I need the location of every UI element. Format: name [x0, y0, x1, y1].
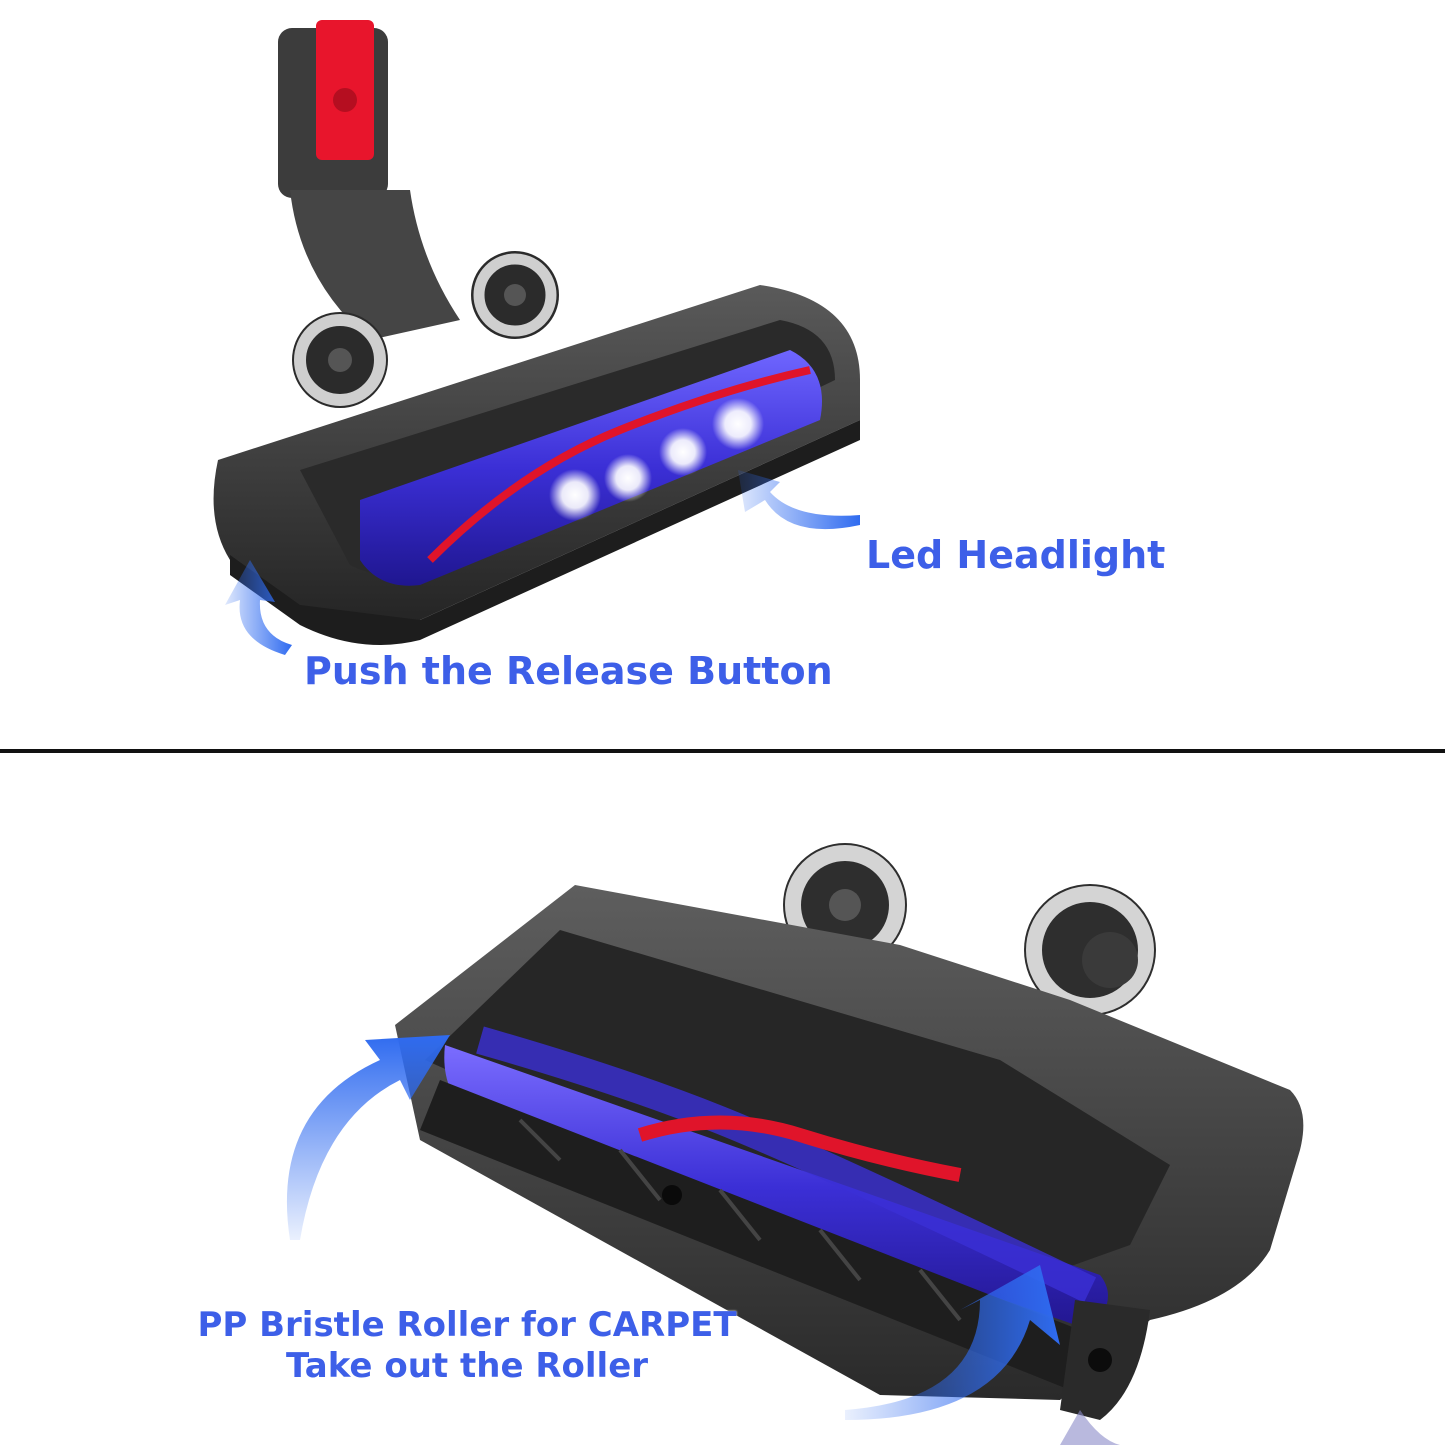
led-headlight-caption: Led Headlight [866, 533, 1166, 577]
bottom-panel: PP Bristle Roller for CARPET Take out th… [0, 754, 1445, 1445]
roller-caption: PP Bristle Roller for CARPET Take out th… [172, 1305, 762, 1387]
led-light [659, 428, 707, 476]
top-vacuum-head-illustration [213, 20, 861, 655]
section-divider [0, 749, 1445, 753]
bottom-vacuum-head-illustration [286, 843, 1304, 1445]
arrow-take-out-roller-icon [845, 1265, 1060, 1420]
rear-wheel-right [471, 251, 559, 339]
led-light [549, 469, 601, 521]
roller-caption-line2: Take out the Roller [285, 1345, 649, 1386]
cleaner-head-housing [213, 285, 861, 645]
roller-exposed [444, 1045, 1108, 1330]
roller-caption-line1: PP Bristle Roller for CARPET [197, 1305, 737, 1345]
arrow-to-release-button-icon [225, 560, 292, 655]
roller-visible [360, 350, 822, 586]
top-panel: Led Headlight Push the Release Button [213, 20, 1166, 693]
connector-neck [278, 20, 460, 340]
rear-wheel-left [292, 312, 388, 408]
cleaner-head-housing-flipped [395, 885, 1304, 1445]
led-light [604, 454, 652, 502]
red-stripe [637, 1115, 962, 1182]
arrow-to-led-icon [738, 470, 860, 530]
arrow-to-roller-left-icon [286, 1035, 450, 1240]
led-light [712, 398, 764, 450]
red-stripe [427, 366, 811, 563]
push-release-caption: Push the Release Button [304, 649, 833, 693]
wheel-right [1024, 884, 1156, 1016]
led-headlights [549, 398, 764, 521]
